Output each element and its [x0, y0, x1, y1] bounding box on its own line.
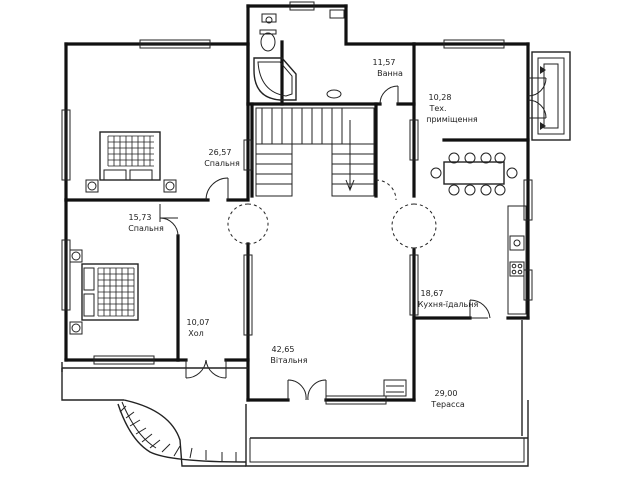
window-icon — [243, 139, 253, 171]
stove-icon — [383, 379, 407, 397]
passage-arc — [247, 203, 269, 245]
toilet-icon — [259, 29, 277, 52]
bedroom1-area-label: 26,57 — [209, 148, 232, 157]
wall-bath-east — [344, 4, 416, 46]
kitchen-counter — [507, 205, 527, 315]
doors — [159, 77, 547, 401]
bathroom-name-label: Ванна — [377, 69, 403, 78]
hall-name-label: Хол — [188, 329, 204, 338]
wall-utility-east — [442, 42, 530, 142]
door-icon — [287, 379, 327, 401]
window-icon — [443, 39, 505, 49]
window-icon — [61, 239, 71, 311]
utility-name-line1: Тех. — [428, 104, 446, 113]
porch-steps — [531, 51, 571, 141]
bedroom2-area-label: 15,73 — [129, 213, 152, 222]
wall-bedroom1-east — [226, 42, 250, 202]
hall-area-label: 10,07 — [187, 318, 210, 327]
window-icon — [523, 179, 533, 221]
passage-arc — [375, 179, 397, 201]
stove-icon — [509, 261, 525, 277]
room-labels: 11,57 Ванна 10,28 Тех. приміщення 26,57 … — [128, 58, 478, 409]
kitchen-area-label: 18,67 — [421, 289, 444, 298]
sink-icon — [509, 235, 525, 251]
kitchen-name-label: Кухня-їдальня — [418, 300, 479, 309]
passage-arc — [227, 203, 249, 245]
window-icon — [523, 269, 533, 301]
bed-icon — [69, 249, 139, 335]
bedroom1-name-label: Спальня — [204, 159, 240, 168]
living-area-label: 42,65 — [272, 345, 295, 354]
door-icon — [379, 85, 399, 105]
bedroom2-name-label: Спальня — [128, 224, 164, 233]
door-icon — [185, 359, 227, 379]
passage-arc — [413, 203, 437, 249]
utility-area-label: 10,28 — [429, 93, 452, 102]
bathroom-area-label: 11,57 — [373, 58, 396, 67]
window-icon — [139, 39, 211, 49]
door-icon — [159, 204, 179, 237]
window-icon — [409, 254, 419, 316]
walls — [64, 4, 530, 402]
bed-icon — [85, 131, 177, 193]
door-icon — [469, 299, 491, 319]
window-icon — [93, 355, 155, 365]
terrace-name-label: Терасса — [430, 400, 465, 409]
windows — [61, 1, 533, 405]
window-icon — [409, 119, 419, 161]
sink-icon — [326, 9, 345, 99]
window-icon — [243, 254, 253, 336]
window-icon — [61, 109, 71, 181]
bathtub-icon — [253, 57, 297, 101]
door-icon — [527, 77, 547, 119]
door-icon — [205, 177, 229, 201]
terrace-area-label: 29,00 — [435, 389, 458, 398]
living-name-label: Вітальня — [270, 356, 307, 365]
terrace-outline — [61, 320, 529, 467]
stairs-icon — [255, 107, 375, 197]
window-icon — [289, 1, 315, 11]
passage-arc — [391, 203, 415, 249]
toilet-icon — [261, 13, 277, 24]
dining-table-icon — [430, 152, 518, 196]
utility-name-line2: приміщення — [426, 115, 478, 124]
